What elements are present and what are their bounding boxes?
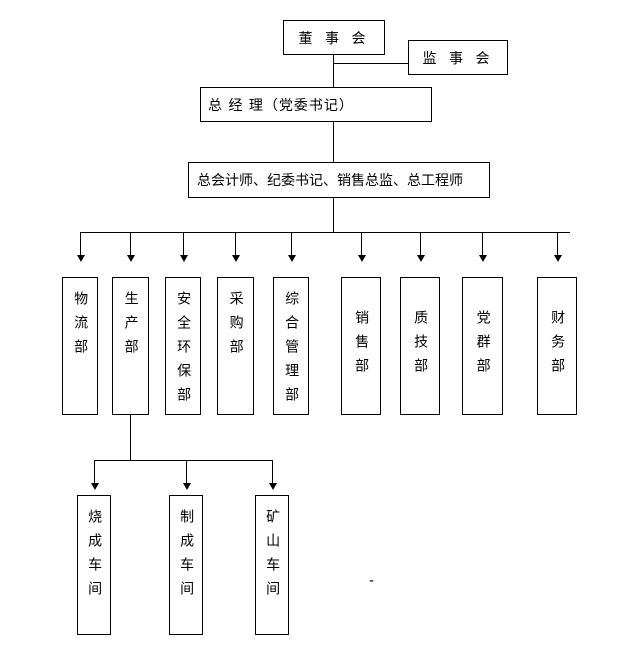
arrow-shaft <box>291 232 292 255</box>
dept-party-mass: 党群部 <box>462 277 503 415</box>
connector-production-to-workshops <box>130 415 131 460</box>
arrow-shaft <box>420 232 421 255</box>
arrow-head-icon <box>90 483 99 490</box>
node-staff-officers: 总会计师、纪委书记、销售总监、总工程师 <box>188 162 490 198</box>
dept-logistics: 物流部 <box>62 277 98 415</box>
arrow-down-logistics <box>76 232 85 262</box>
arrow-head-icon <box>268 483 277 490</box>
arrow-head-icon <box>182 483 191 490</box>
workshop-mining: 矿山车间 <box>255 495 289 635</box>
dept-safety-environment-label: 安全环保部 <box>175 291 192 411</box>
workshop-sintering-label: 烧成车间 <box>86 509 103 605</box>
arrow-shaft <box>361 232 362 255</box>
node-board-label: 董 事 会 <box>298 30 370 47</box>
dept-party-mass-label: 党群部 <box>474 310 491 382</box>
workshop-mining-label: 矿山车间 <box>264 509 281 605</box>
arrow-down-finance <box>553 232 562 262</box>
dept-safety-environment: 安全环保部 <box>165 277 201 415</box>
arrow-down-finishing-workshop <box>182 460 191 490</box>
connector-departments-bus <box>80 232 570 233</box>
connector-board-to-gm <box>333 55 334 87</box>
arrow-shaft <box>94 460 95 483</box>
node-general-manager-label: 总 经 理（党委书记） <box>208 97 354 114</box>
dept-procurement: 采购部 <box>217 277 254 415</box>
dept-procurement-label: 采购部 <box>227 291 244 363</box>
arrow-down-party-mass <box>478 232 487 262</box>
arrow-head-icon <box>357 255 366 262</box>
arrow-shaft <box>186 460 187 483</box>
dept-production-label: 生产部 <box>122 291 139 363</box>
arrow-shaft <box>557 232 558 255</box>
arrow-shaft <box>272 460 273 483</box>
arrow-head-icon <box>179 255 188 262</box>
node-general-manager: 总 经 理（党委书记） <box>200 87 432 122</box>
arrow-head-icon <box>416 255 425 262</box>
arrow-down-production <box>126 232 135 262</box>
arrow-shaft <box>183 232 184 255</box>
arrow-down-sintering-workshop <box>90 460 99 490</box>
arrow-head-icon <box>478 255 487 262</box>
arrow-head-icon <box>231 255 240 262</box>
arrow-head-icon <box>76 255 85 262</box>
dept-finance: 财务部 <box>537 277 577 415</box>
dept-finance-label: 财务部 <box>549 310 566 382</box>
dept-sales: 销售部 <box>341 277 381 415</box>
node-supervisory-board: 监 事 会 <box>408 40 508 75</box>
connector-gm-to-staff <box>333 122 334 162</box>
workshop-finishing: 制成车间 <box>169 495 203 635</box>
dept-logistics-label: 物流部 <box>72 291 89 363</box>
arrow-shaft <box>80 232 81 255</box>
dept-quality-tech: 质技部 <box>400 277 440 415</box>
connector-workshops-bus <box>94 460 272 461</box>
arrow-down-quality-tech <box>416 232 425 262</box>
arrow-head-icon <box>126 255 135 262</box>
dept-production: 生产部 <box>112 277 149 415</box>
arrow-shaft <box>482 232 483 255</box>
arrow-shaft <box>235 232 236 255</box>
arrow-head-icon <box>287 255 296 262</box>
node-board-of-directors: 董 事 会 <box>283 20 385 55</box>
connector-board-to-supervisory <box>333 63 408 64</box>
node-supervisory-label: 监 事 会 <box>422 50 494 67</box>
workshop-sintering: 烧成车间 <box>77 495 111 635</box>
workshop-finishing-label: 制成车间 <box>178 509 195 605</box>
arrow-down-safety-environment <box>179 232 188 262</box>
arrow-down-general-management <box>287 232 296 262</box>
arrow-down-sales <box>357 232 366 262</box>
node-staff-officers-label: 总会计师、纪委书记、销售总监、总工程师 <box>197 173 463 189</box>
connector-staff-to-departments <box>333 198 334 232</box>
dept-quality-tech-label: 质技部 <box>412 310 429 382</box>
dept-general-management-label: 综合管理部 <box>283 291 300 411</box>
arrow-head-icon <box>553 255 562 262</box>
arrow-down-procurement <box>231 232 240 262</box>
arrow-shaft <box>130 232 131 255</box>
stray-dash-mark: - <box>369 573 375 589</box>
arrow-down-mining-workshop <box>268 460 277 490</box>
dept-sales-label: 销售部 <box>353 310 370 382</box>
dept-general-management: 综合管理部 <box>273 277 309 415</box>
